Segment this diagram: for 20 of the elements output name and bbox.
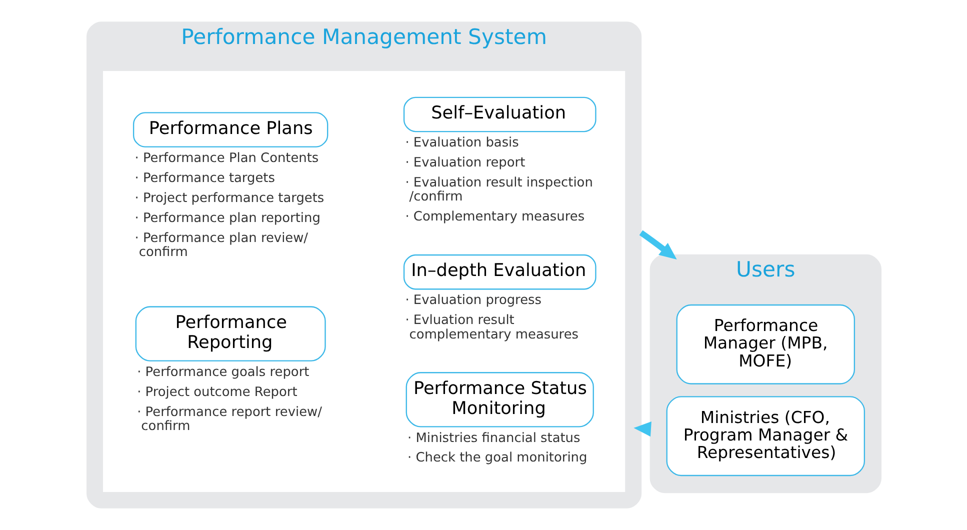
node-label: · Evaluation progress [404, 293, 542, 308]
node-box: Ministries (CFO, Program Manager & Representatives) [666, 396, 865, 476]
node-label: · Ministries financial status [407, 430, 580, 446]
arrow [638, 230, 676, 260]
node-label: · Complementary measures [404, 210, 584, 225]
node-box: Performance Manager (MPB, MOFE) [676, 304, 855, 384]
node-label: · Performance Plan Contents [134, 150, 318, 166]
node-label: · Performance targets [134, 170, 274, 186]
node-label: · Evaluation report [404, 156, 525, 171]
node-label: · Project performance targets [134, 190, 324, 206]
node-label: · Evaluation basis [404, 136, 518, 151]
cluster [102, 70, 625, 492]
node-label: · Project outcome Report [136, 384, 297, 400]
node-label: · Performance plan reporting [134, 210, 320, 226]
node-label: · Check the goal monitoring [407, 450, 587, 466]
node-label: · Performance report review/ confirm [136, 404, 322, 434]
node-label: · Performance goals report [136, 364, 309, 380]
node-label: · Performance plan review/ confirm [134, 230, 308, 260]
node-label: · Evluation result complementary measures [404, 313, 578, 342]
node-label: · Evaluation result inspection /confirm [404, 176, 592, 205]
